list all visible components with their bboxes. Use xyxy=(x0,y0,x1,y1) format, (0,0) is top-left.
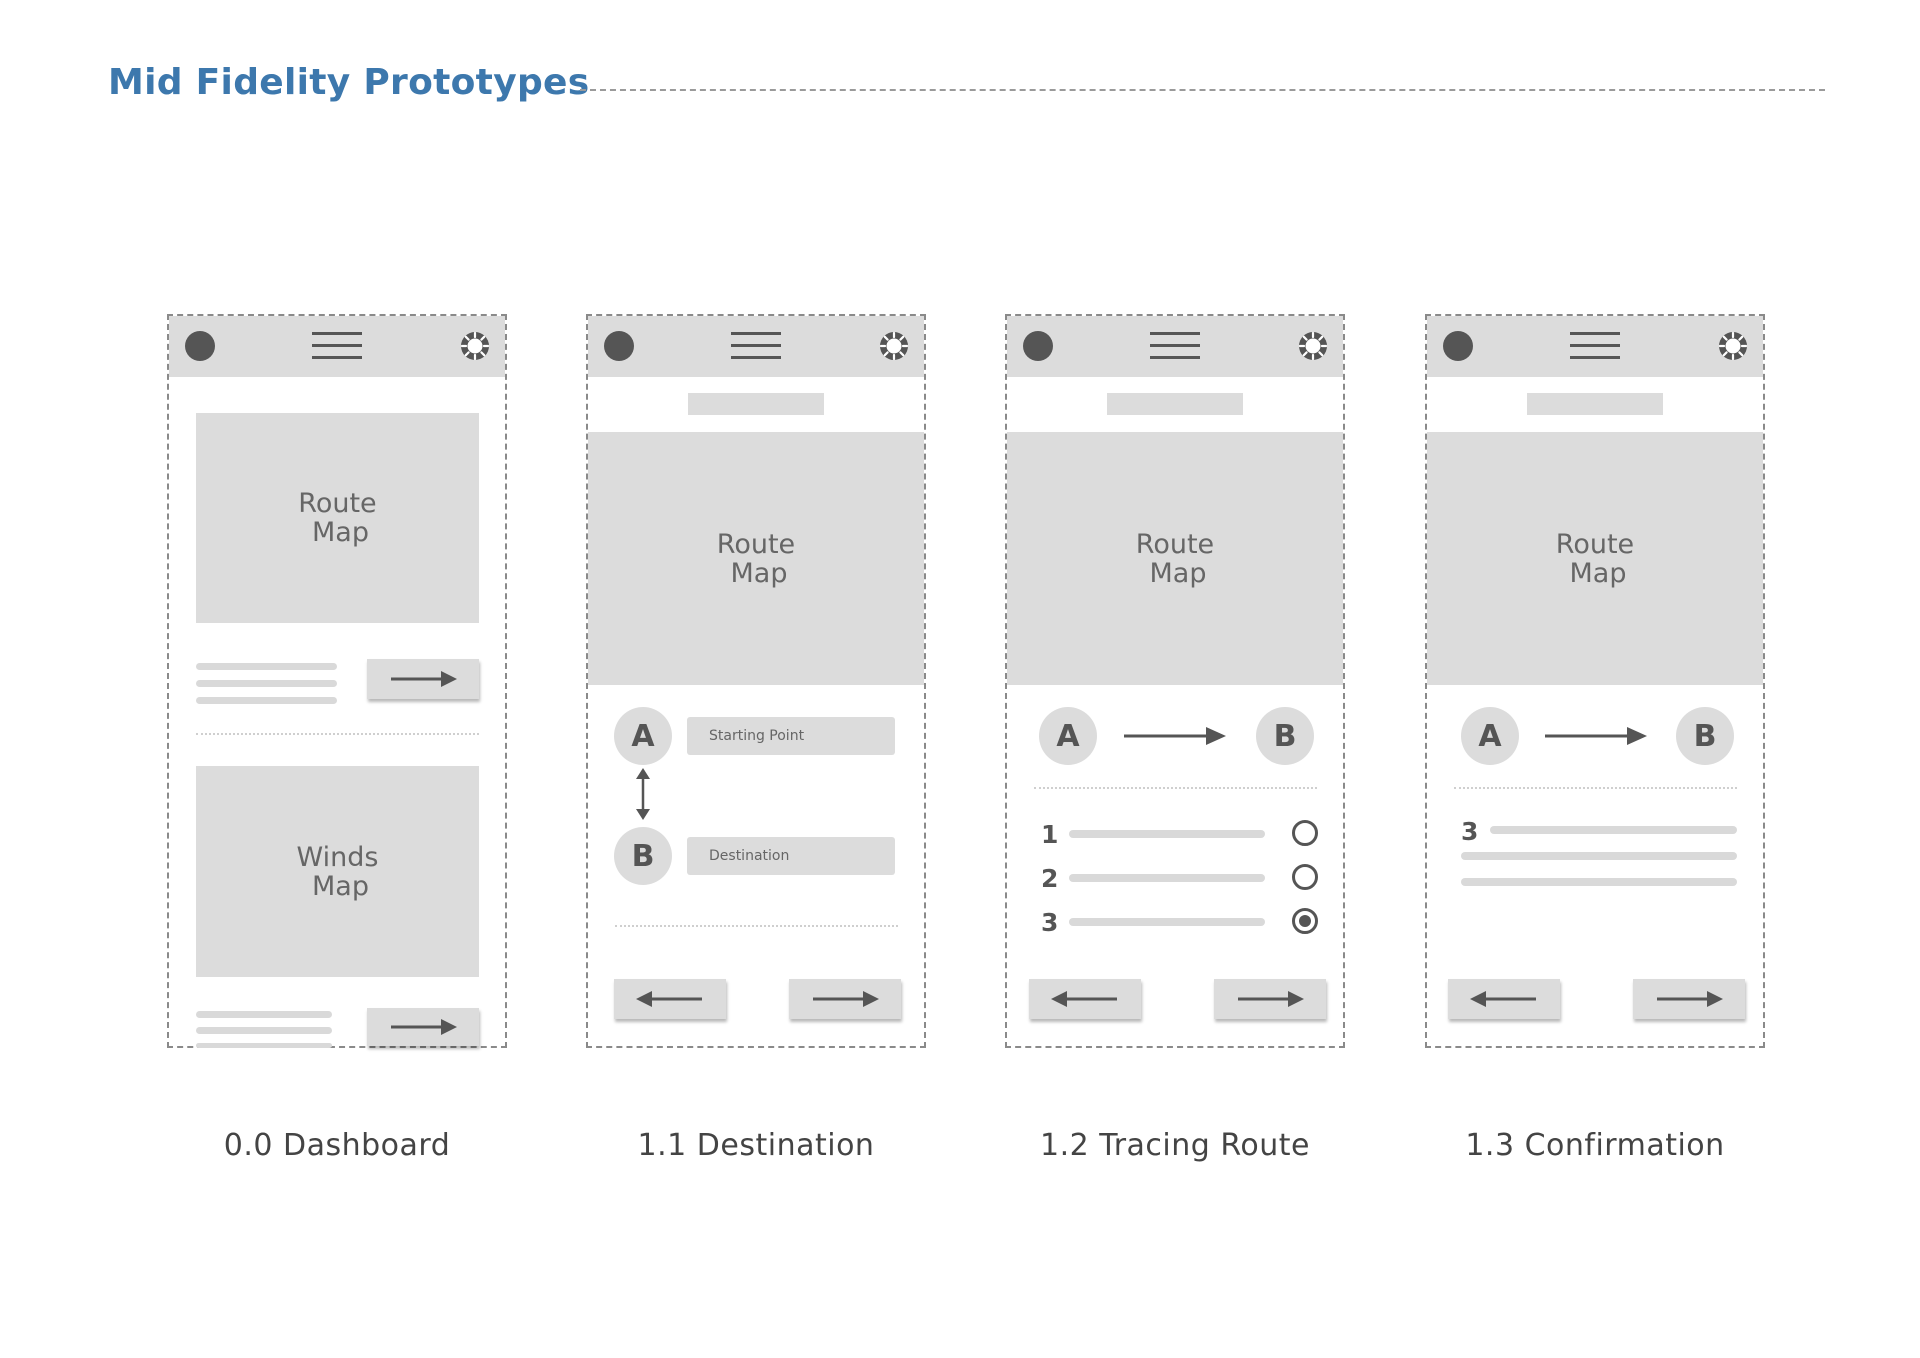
point-b-marker: B xyxy=(1256,707,1314,765)
arrow-left-icon xyxy=(636,991,702,1007)
route-option-line xyxy=(1069,874,1265,882)
forward-button[interactable] xyxy=(1633,979,1745,1019)
gear-icon[interactable] xyxy=(877,329,911,363)
hamburger-menu-icon[interactable] xyxy=(1570,332,1620,359)
route-option-number: 2 xyxy=(1041,864,1059,893)
text-placeholder-line xyxy=(196,663,337,670)
starting-point-input[interactable]: Starting Point xyxy=(687,717,895,755)
point-a-marker: A xyxy=(614,707,672,765)
forward-button[interactable] xyxy=(789,979,901,1019)
route-map-label-line1: Route xyxy=(298,488,377,519)
back-button[interactable] xyxy=(1448,979,1560,1019)
screen-caption-destination: 1.1 Destination xyxy=(637,1128,875,1163)
section-divider xyxy=(196,733,479,735)
avatar[interactable] xyxy=(1443,331,1473,361)
route-map-label-line2: Map xyxy=(1149,557,1207,589)
point-b-marker: B xyxy=(1676,707,1734,765)
title-placeholder xyxy=(688,393,824,415)
arrow-right-icon xyxy=(1238,991,1304,1007)
route-option-line xyxy=(1069,830,1265,838)
route-option-radio-selected[interactable] xyxy=(1292,908,1318,934)
forward-button[interactable] xyxy=(367,1008,479,1046)
gear-icon[interactable] xyxy=(458,329,492,363)
app-header xyxy=(1007,316,1343,377)
route-map-label-line2: Map xyxy=(312,517,369,548)
avatar[interactable] xyxy=(185,331,215,361)
page-title: Mid Fidelity Prototypes xyxy=(108,62,590,103)
route-detail-line xyxy=(1461,852,1737,860)
route-map-label-line2: Map xyxy=(1569,557,1627,589)
section-divider xyxy=(1034,787,1317,789)
hamburger-menu-icon[interactable] xyxy=(731,332,781,359)
gear-icon[interactable] xyxy=(1716,329,1750,363)
app-header xyxy=(588,316,924,377)
destination-input[interactable]: Destination xyxy=(687,837,895,875)
section-divider xyxy=(615,925,898,927)
route-map-label-line1: Route xyxy=(1135,528,1215,560)
arrow-right-icon xyxy=(813,991,879,1007)
hamburger-menu-icon[interactable] xyxy=(312,332,362,359)
route-map-label-line2: Map xyxy=(730,557,788,589)
title-placeholder xyxy=(1107,393,1243,415)
avatar[interactable] xyxy=(1023,331,1053,361)
arrow-right-icon xyxy=(391,671,457,687)
point-a-marker: A xyxy=(1461,707,1519,765)
route-option-number: 1 xyxy=(1041,820,1059,849)
arrow-left-icon xyxy=(1051,991,1117,1007)
app-header xyxy=(1427,316,1763,377)
route-option-radio[interactable] xyxy=(1292,864,1318,890)
screen-caption-confirmation: 1.3 Confirmation xyxy=(1465,1128,1725,1163)
point-b-marker: B xyxy=(614,827,672,885)
winds-map-label-line2: Map xyxy=(312,870,369,902)
hamburger-menu-icon[interactable] xyxy=(1150,332,1200,359)
route-detail-line xyxy=(1490,826,1737,834)
title-divider xyxy=(580,89,1825,91)
arrow-right-icon xyxy=(1545,727,1647,745)
swap-arrows-icon[interactable] xyxy=(634,768,652,820)
arrow-right-icon xyxy=(1657,991,1723,1007)
forward-button[interactable] xyxy=(367,659,479,699)
text-placeholder-line xyxy=(196,1011,332,1018)
avatar[interactable] xyxy=(604,331,634,361)
route-detail-line xyxy=(1461,878,1737,886)
back-button[interactable] xyxy=(614,979,726,1019)
route-option-radio[interactable] xyxy=(1292,820,1318,846)
forward-button[interactable] xyxy=(1214,979,1326,1019)
arrow-right-icon xyxy=(1124,727,1226,745)
text-placeholder-line xyxy=(196,1027,332,1034)
text-placeholder-line xyxy=(196,697,337,704)
route-map-label-line1: Route xyxy=(1555,528,1635,560)
route-option-number: 3 xyxy=(1041,908,1059,937)
text-placeholder-line xyxy=(196,680,337,687)
gear-icon[interactable] xyxy=(1296,329,1330,363)
route-map-label-line1: Route xyxy=(716,528,796,560)
arrow-right-icon xyxy=(391,1019,457,1035)
back-button[interactable] xyxy=(1029,979,1141,1019)
title-placeholder xyxy=(1527,393,1663,415)
route-option-line xyxy=(1069,918,1265,926)
point-a-marker: A xyxy=(1039,707,1097,765)
arrow-left-icon xyxy=(1470,991,1536,1007)
screen-caption-tracing-route: 1.2 Tracing Route xyxy=(1040,1128,1310,1163)
screen-caption-dashboard: 0.0 Dashboard xyxy=(223,1128,451,1163)
selected-route-number: 3 xyxy=(1461,817,1479,846)
app-header xyxy=(169,316,505,377)
text-placeholder-line xyxy=(196,1043,332,1048)
winds-map-label-line1: Winds xyxy=(296,841,379,873)
section-divider xyxy=(1454,787,1737,789)
